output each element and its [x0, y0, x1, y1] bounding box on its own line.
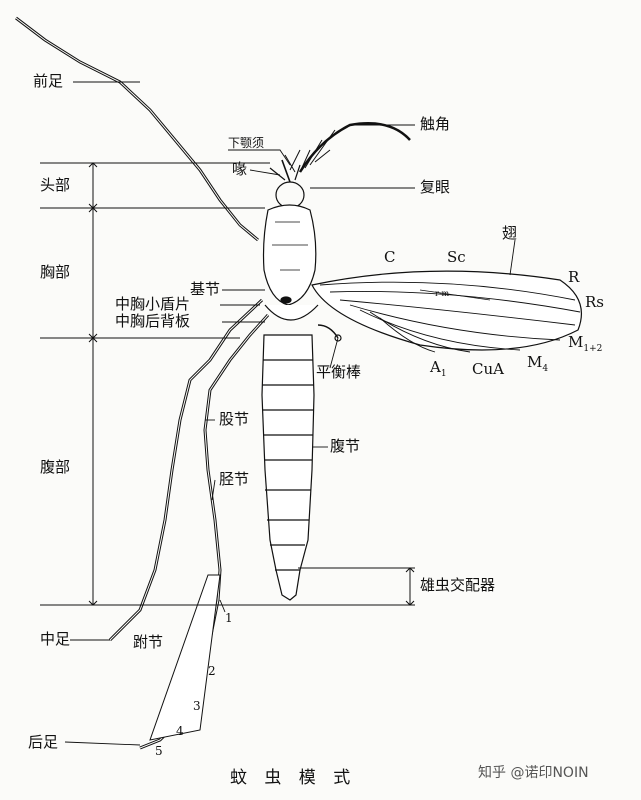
midleg-label: 中足: [40, 630, 71, 648]
tarsal-number-2: 2: [208, 664, 216, 678]
tibia-label: 胫节: [219, 470, 250, 488]
vein-cua-label: CuA: [472, 360, 504, 378]
tarsal-number-3: 3: [193, 699, 201, 713]
vein-rs-label: Rs: [585, 293, 604, 311]
abdominal-segment-label: 腹节: [330, 437, 361, 455]
vein-c-label: C: [384, 248, 396, 266]
vein-m4-label: M4: [527, 353, 549, 374]
tarsal-number-1: 1: [225, 611, 233, 625]
tarsal-number-5: 5: [155, 744, 163, 758]
compound-eye-label: 复眼: [420, 178, 451, 196]
haltere-label: 平衡棒: [316, 363, 362, 381]
male-genitalia-label: 雄虫交配器: [420, 576, 496, 594]
coxa-label: 基节: [190, 280, 221, 298]
wing-drawing: [311, 270, 582, 353]
figure-caption: 蚊 虫 模 式: [230, 768, 357, 788]
hindleg-label: 后足: [28, 733, 59, 751]
dimension-lines: [40, 162, 415, 606]
head-label: 头部: [40, 176, 71, 194]
tarsal-number-4: 4: [176, 724, 184, 738]
vein-rm-label: r-m: [435, 289, 450, 298]
femur-label: 股节: [219, 410, 250, 428]
abdomen-drawing: [261, 334, 315, 601]
leader-lines: [64, 81, 516, 746]
wing-label: 翅: [502, 224, 518, 242]
maxillary-palp-label: 下颚须: [228, 136, 265, 150]
foreleg-label: 前足: [33, 72, 64, 90]
vein-a1-label: A1: [430, 358, 447, 379]
vein-sc-label: Sc: [447, 248, 466, 266]
antenna-label: 触角: [420, 115, 451, 133]
watermark: 知乎 @诺印NOIN: [478, 765, 589, 781]
scutellum-label: 中胸小盾片: [115, 295, 191, 313]
antenna-drawing: [284, 122, 411, 173]
thorax-label: 胸部: [40, 263, 71, 281]
head-drawing: [275, 181, 305, 209]
abdomen-label: 腹部: [40, 458, 71, 476]
postnotum-label: 中胸后背板: [115, 312, 191, 330]
thorax-drawing: [262, 204, 317, 306]
foreleg-drawing: [15, 16, 259, 242]
vein-r-label: R: [568, 268, 580, 286]
hindleg-drawing: [139, 313, 270, 750]
midleg-drawing: [108, 298, 264, 642]
vein-m12-label: M1+2: [568, 333, 603, 354]
tarsus-label: 跗节: [133, 633, 164, 651]
proboscis-label: 喙: [232, 160, 248, 178]
